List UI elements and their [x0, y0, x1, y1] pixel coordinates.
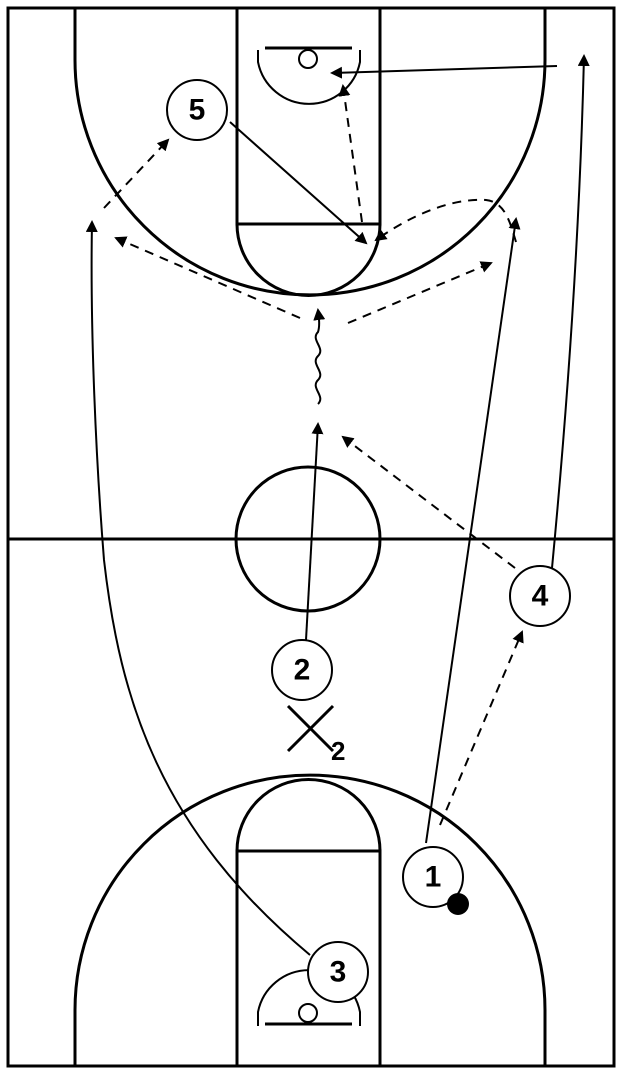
- cut-arrow-player-4: [551, 54, 590, 569]
- player-1-label: 1: [425, 861, 442, 894]
- bottom-free-throw-circle: [235, 778, 382, 852]
- player-1-circle: [402, 846, 464, 908]
- defender-2-label: 2: [331, 736, 345, 766]
- bottom-hoop: [298, 1003, 318, 1023]
- pass-arrow-to-player-5: [103, 138, 170, 209]
- defender-2: 2: [286, 704, 345, 766]
- pass-arrow-4-to-2: [341, 435, 516, 569]
- bottom-lane: [235, 849, 382, 1068]
- ball-icon: [447, 893, 469, 915]
- dribble-line-player-2: [313, 308, 326, 405]
- defender-2-x-stroke-b: [286, 704, 335, 753]
- player-3: 3: [307, 941, 369, 1003]
- top-free-throw-circle: [235, 223, 382, 297]
- top-lane: [235, 6, 382, 226]
- cut-arrow-player-1: [425, 217, 521, 844]
- player-2: 2: [271, 639, 333, 701]
- court-lines: [6, 6, 616, 1068]
- pass-arrow-2-to-left-wing: [114, 236, 301, 319]
- cut-arrow-player-3: [85, 220, 311, 956]
- player-4-label: 4: [532, 580, 549, 613]
- player-3-circle: [307, 941, 369, 1003]
- player-2-label: 2: [294, 654, 311, 687]
- pass-arrow-post-to-rim: [338, 84, 363, 223]
- bottom-three-point-line: [73, 773, 547, 1066]
- pass-arrow-right-wing-to-post: [374, 198, 517, 243]
- player-5: 5: [166, 79, 228, 141]
- player-3-label: 3: [330, 956, 347, 989]
- player-1: 1: [402, 846, 464, 908]
- pass-arrow-2-to-right-wing: [347, 261, 493, 324]
- movement-lines: [85, 54, 590, 956]
- pass-arrow-long-to-rim: [330, 65, 558, 79]
- pass-arrow-1-to-4: [439, 630, 524, 826]
- player-4: 4: [509, 565, 571, 627]
- player-5-circle: [166, 79, 228, 141]
- cut-arrow-player-2: [305, 422, 324, 641]
- top-restricted-arc: [257, 50, 361, 105]
- player-5-label: 5: [189, 94, 206, 127]
- cut-arrow-player-5: [229, 121, 368, 245]
- player-4-circle: [509, 565, 571, 627]
- player-2-circle: [271, 639, 333, 701]
- top-hoop: [298, 49, 318, 69]
